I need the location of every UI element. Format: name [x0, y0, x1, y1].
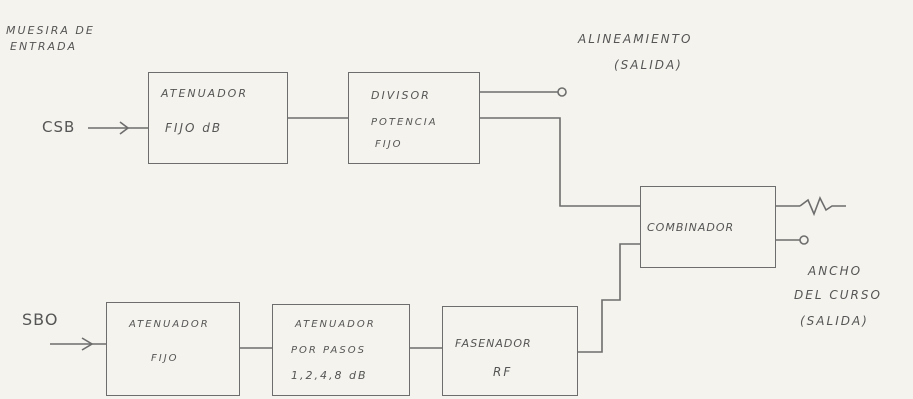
csb-input-arrow [119, 121, 130, 135]
alineamiento-output-terminal [557, 87, 567, 97]
divisor-potencia-block: DIVISOR POTENCIA FIJO [348, 72, 480, 164]
ancho-output-terminal [799, 235, 809, 245]
atenuador-fijo-block: ATENUADOR FIJO [106, 302, 240, 396]
divisor-potencia-line3: FIJO [375, 139, 403, 150]
atenuador-pasos-block: ATENUADOR POR PASOS 1,2,4,8 dB [272, 304, 410, 396]
alineamiento-label-line1: ALINEAMIENTO [578, 32, 693, 46]
sbo-input-arrow [81, 337, 94, 351]
combinador-block: COMBINADOR [640, 186, 776, 268]
fasenador-rf-line2: RF [493, 365, 513, 379]
ancho-label-line2: DEL CURSO [794, 288, 882, 302]
wire-divisor-combinador [480, 117, 640, 207]
wire-fasenador-combinador [578, 243, 640, 353]
fasenador-rf-block: FASENADOR RF [442, 306, 578, 396]
atenuador-pasos-line1: ATENUADOR [295, 319, 376, 330]
csb-input-label: CSB [42, 118, 76, 136]
divisor-potencia-line2: POTENCIA [371, 117, 438, 128]
atenuador-fijo-line2: FIJO [151, 353, 179, 364]
sbo-input-label: SBO [22, 310, 59, 329]
ancho-label-line1: ANCHO [808, 264, 863, 278]
combinador-line1: COMBINADOR [647, 221, 735, 234]
atenuador-pasos-line3: 1,2,4,8 dB [291, 369, 368, 382]
atenuador-fijo-db-line2: FIJO dB [165, 121, 223, 135]
muestra-label-line1: MUESIRA DE [6, 24, 95, 37]
ancho-label-line3: (SALIDA) [800, 314, 869, 328]
termination-resistor [799, 196, 846, 217]
divisor-potencia-line1: DIVISOR [371, 89, 431, 102]
atenuador-pasos-line2: POR PASOS [291, 345, 366, 356]
fasenador-rf-line1: FASENADOR [455, 337, 532, 350]
atenuador-fijo-db-line1: ATENUADOR [161, 87, 248, 100]
muestra-label-line2: ENTRADA [10, 40, 78, 53]
atenuador-fijo-db-block: ATENUADOR FIJO dB [148, 72, 288, 164]
atenuador-fijo-line1: ATENUADOR [129, 319, 210, 330]
alineamiento-label-line2: (SALIDA) [614, 58, 683, 72]
